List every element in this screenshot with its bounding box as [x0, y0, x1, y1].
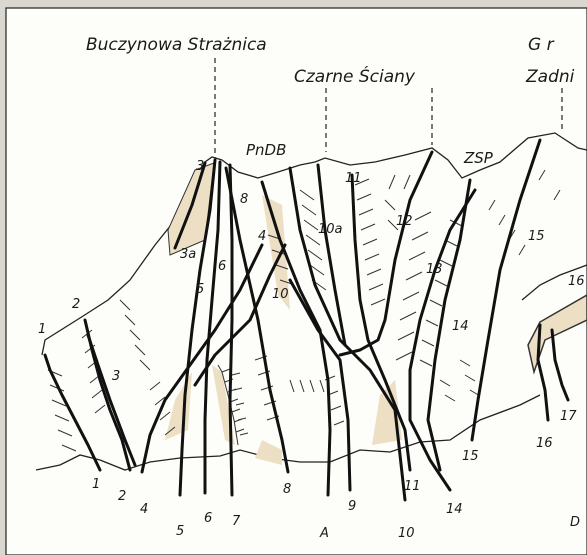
route-label-14: 14: [446, 502, 463, 517]
peak-label-czarne: Czarne Ściany: [294, 65, 416, 87]
route-label-5: 5: [176, 524, 184, 539]
route-label-A: A: [319, 526, 329, 541]
shaded-gullies: [165, 163, 587, 465]
route-label-14: 14: [452, 319, 469, 334]
route-label-5: 5: [196, 282, 204, 297]
route-line-7: [230, 165, 232, 495]
route-label-8: 8: [240, 192, 248, 207]
route-label-16: 16: [568, 274, 585, 289]
route-line-ramp: [195, 245, 285, 385]
peak-label-gr: G r: [528, 35, 555, 55]
route-line-3: [88, 335, 135, 465]
route-label-6: 6: [218, 259, 226, 274]
route-label-2: 2: [72, 297, 80, 312]
route-line-15: [472, 140, 540, 440]
route-label-6: 6: [204, 511, 212, 526]
route-label-4: 4: [258, 229, 266, 244]
route-label-10a: 10a: [318, 222, 343, 237]
route-line-13: [410, 190, 475, 490]
route-label-D: D: [570, 515, 580, 530]
route-label-4: 4: [140, 502, 148, 517]
route-label-12: 12: [396, 214, 413, 229]
route-label-9: 9: [348, 499, 356, 514]
route-label-1: 1: [38, 322, 46, 337]
route-label-13: 13: [426, 262, 443, 277]
route-label-15: 15: [462, 449, 479, 464]
route-label-3a: 3a: [180, 247, 196, 262]
route-label-1: 1: [92, 477, 100, 492]
route-label-17: 17: [560, 409, 577, 424]
route-lines: [45, 140, 568, 500]
route-line-17: [552, 330, 568, 400]
route-label-16: 16: [536, 436, 553, 451]
route-line-4: [142, 245, 262, 472]
route-label-2: 2: [118, 489, 126, 504]
route-label-15: 15: [528, 229, 545, 244]
route-number-labels: 1 1 2 2 3 3 3a 4 4 5 5 6 6 7 8 8 9 A 10 …: [38, 159, 585, 541]
route-label-10: 10: [398, 526, 415, 541]
route-label-3: 3: [196, 159, 204, 174]
peak-label-buczynowa: Buczynowa Strażnica: [86, 35, 267, 55]
route-label-10: 10: [272, 287, 289, 302]
route-line-9: [290, 280, 350, 490]
pass-label-pndb: PnDB: [246, 141, 286, 159]
route-label-8: 8: [283, 482, 291, 497]
rock-hatching: [48, 170, 560, 451]
route-label-11: 11: [345, 171, 362, 186]
pass-label-zsp: ZSP: [463, 149, 494, 167]
route-label-3: 3: [112, 369, 120, 384]
peak-label-zadni: Zadni: [525, 67, 575, 87]
route-label-11: 11: [404, 479, 421, 494]
route-label-7: 7: [232, 514, 241, 529]
